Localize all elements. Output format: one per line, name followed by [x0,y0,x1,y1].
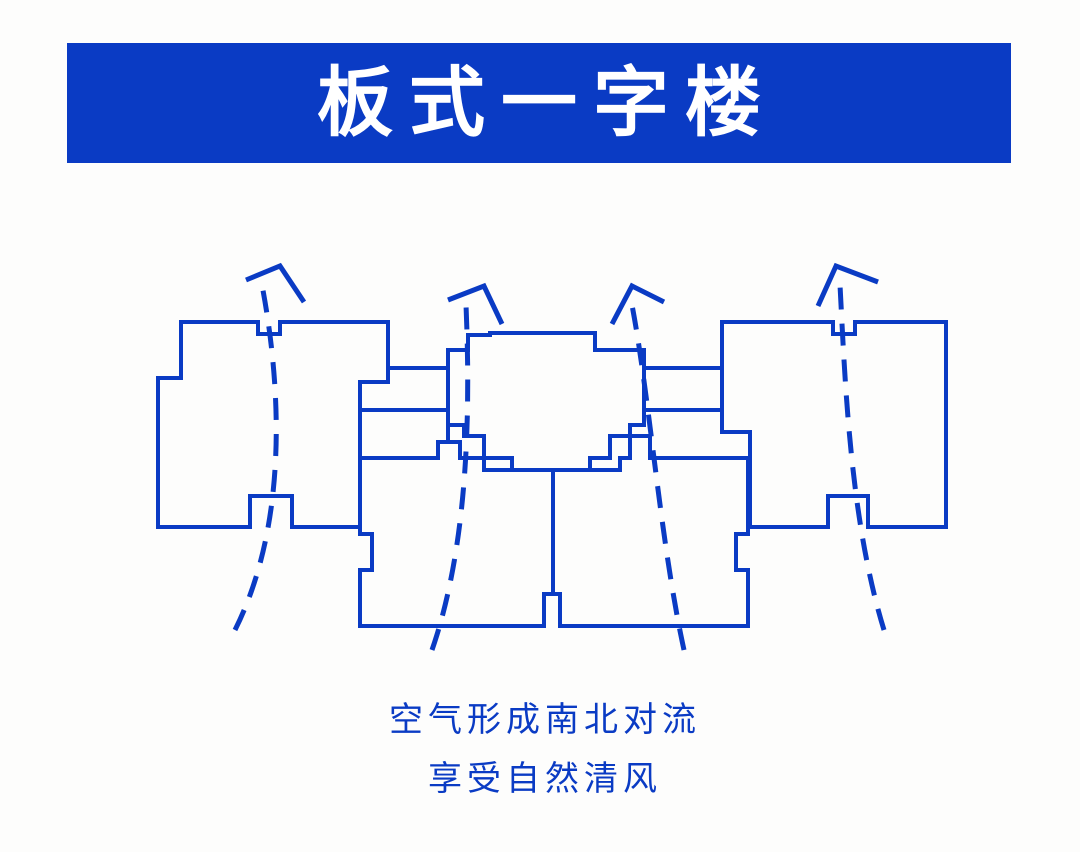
airflow-curve-3 [629,304,687,651]
right-connector-lower [642,408,722,425]
center-top-unit-outline [446,331,646,472]
airflow-curve-1 [232,284,279,632]
arrowhead-1 [245,262,307,304]
page-title: 板式一字楼 [317,58,777,147]
caption-line-1: 空气形成南北对流 [389,700,701,740]
title-banner: 板式一字楼 [67,43,1011,163]
center-right-unit-outline [551,434,750,628]
airflow-curve-2 [429,304,471,651]
left-connector-lower [360,408,450,442]
caption-line-2: 享受自然清风 [428,759,662,799]
airflow-curve-4 [837,284,887,631]
arrowhead-4 [815,262,879,308]
arrowhead-3 [609,282,666,326]
arrowhead-2 [447,282,505,326]
left-unit-outline [156,320,390,529]
right-unit-outline [720,320,948,529]
